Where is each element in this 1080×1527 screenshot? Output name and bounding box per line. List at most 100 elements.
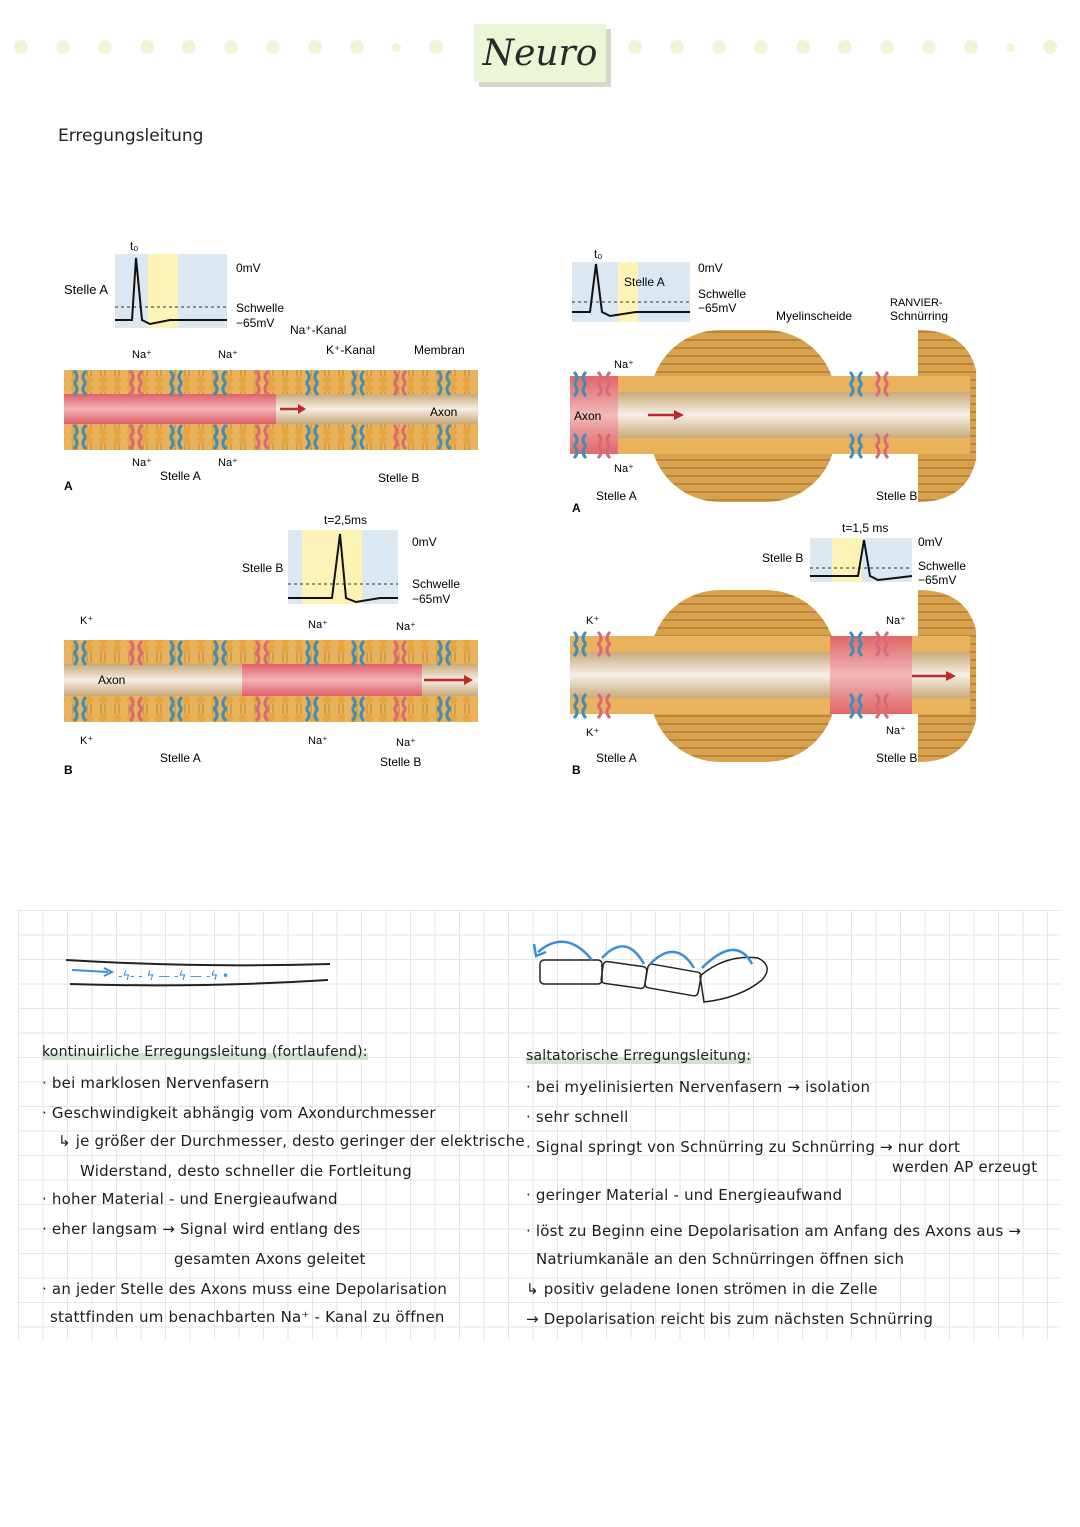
note-line: · löst zu Beginn eine Depolarisation am … xyxy=(526,1222,1022,1240)
ion-channel xyxy=(304,423,320,451)
ion-channel xyxy=(72,423,88,451)
svg-text:−65mV: −65mV xyxy=(698,301,736,315)
svg-text:Schnürring: Schnürring xyxy=(890,309,948,323)
note-line: stattfinden um benachbarten Na⁺ - Kanal … xyxy=(50,1308,445,1326)
ion-channel xyxy=(572,630,588,658)
ion-channel xyxy=(848,370,864,398)
svg-text:K⁺: K⁺ xyxy=(586,727,599,739)
note-line: ↳ positiv geladene Ionen strömen in die … xyxy=(526,1280,878,1298)
svg-text:Stelle B: Stelle B xyxy=(378,471,419,485)
grid-paper xyxy=(18,910,1060,1340)
svg-text:Na⁺: Na⁺ xyxy=(886,725,906,737)
ion-channel xyxy=(350,369,366,397)
svg-text:0mV: 0mV xyxy=(698,261,723,275)
ion-channel xyxy=(72,369,88,397)
ion-channel xyxy=(212,423,228,451)
svg-text:Na⁺: Na⁺ xyxy=(614,463,634,475)
continuous-conduction-figure: t₀ Stelle A 0mV Schwelle −65mV Na⁺-Kanal… xyxy=(40,228,500,788)
svg-text:0mV: 0mV xyxy=(918,535,943,549)
note-line: → Depolarisation reicht bis zum nächsten… xyxy=(526,1310,934,1328)
saltatory-conduction-figure: t₀ Stelle A 0mV Schwelle −65mV Myelinsch… xyxy=(556,240,976,790)
ion-channel xyxy=(848,432,864,460)
ion-channel xyxy=(874,432,890,460)
membrane-label: Membran xyxy=(414,343,465,357)
svg-text:Schwelle: Schwelle xyxy=(918,559,966,573)
ion-channel xyxy=(72,695,88,723)
decorative-dots-left xyxy=(14,40,471,54)
svg-text:Stelle B: Stelle B xyxy=(876,489,917,503)
ion-channel xyxy=(72,639,88,667)
svg-text:Schwelle: Schwelle xyxy=(698,287,746,301)
svg-text:Na⁺: Na⁺ xyxy=(308,619,328,631)
svg-text:Axon: Axon xyxy=(430,405,457,419)
svg-text:Stelle B: Stelle B xyxy=(380,755,421,769)
decorative-dots-right xyxy=(628,40,1080,54)
svg-text:0mV: 0mV xyxy=(236,261,261,275)
ion-channel xyxy=(128,423,144,451)
svg-text:B: B xyxy=(572,763,581,777)
svg-text:Na⁺: Na⁺ xyxy=(132,349,152,361)
na-channel-label: Na⁺-Kanal xyxy=(290,323,346,337)
ion-channel xyxy=(128,695,144,723)
svg-text:Stelle B: Stelle B xyxy=(242,561,283,575)
ion-channel xyxy=(168,639,184,667)
ion-channel xyxy=(168,369,184,397)
svg-text:Stelle A: Stelle A xyxy=(596,751,637,765)
ion-channel xyxy=(848,630,864,658)
svg-text:B: B xyxy=(64,763,73,777)
ion-channel xyxy=(596,370,612,398)
note-line: Widerstand, desto schneller die Fortleit… xyxy=(80,1162,412,1180)
ion-channel xyxy=(304,639,320,667)
note-line: · hoher Material - und Energieaufwand xyxy=(42,1190,338,1208)
ion-channel xyxy=(874,630,890,658)
ion-channel xyxy=(392,695,408,723)
notes-left-heading: kontinuirliche Erregungsleitung (fortlau… xyxy=(42,1044,368,1060)
graph-panel-a-right xyxy=(572,262,690,322)
notes-right-heading: saltatorische Erregungsleitung: xyxy=(526,1048,752,1064)
graph-panel-b-right xyxy=(810,538,913,582)
svg-text:t=1,5 ms: t=1,5 ms xyxy=(842,521,888,535)
svg-text:Schwelle: Schwelle xyxy=(236,301,284,315)
note-line: · bei marklosen Nervenfasern xyxy=(42,1074,270,1092)
svg-text:Na⁺: Na⁺ xyxy=(396,621,416,633)
ion-channel xyxy=(392,369,408,397)
svg-text:RANVIER-: RANVIER- xyxy=(890,297,943,309)
page-title: Neuro xyxy=(474,24,606,82)
svg-text:Na⁺: Na⁺ xyxy=(886,615,906,627)
ion-channel xyxy=(304,369,320,397)
svg-text:Na⁺: Na⁺ xyxy=(132,457,152,469)
ion-channel xyxy=(254,423,270,451)
note-line: · bei myelinisierten Nervenfasern → isol… xyxy=(526,1078,871,1096)
svg-text:Stelle A: Stelle A xyxy=(160,469,201,483)
continuous-sketch: -ϟ- - ϟ — -ϟ — -ϟ • xyxy=(65,959,331,987)
note-line: gesamten Axons geleitet xyxy=(174,1250,366,1268)
graph-panel-b-left xyxy=(288,530,398,604)
svg-text:K⁺: K⁺ xyxy=(586,615,599,627)
note-line: · Signal springt von Schnürring zu Schnü… xyxy=(526,1138,961,1156)
ion-channel xyxy=(212,369,228,397)
svg-text:Na⁺: Na⁺ xyxy=(218,457,238,469)
ion-channel xyxy=(254,639,270,667)
note-line: · sehr schnell xyxy=(526,1108,629,1126)
svg-text:Na⁺: Na⁺ xyxy=(308,735,328,747)
svg-text:Stelle B: Stelle B xyxy=(762,551,803,565)
svg-text:t₀: t₀ xyxy=(594,247,602,261)
svg-text:K⁺: K⁺ xyxy=(80,615,93,627)
svg-text:K⁺: K⁺ xyxy=(80,735,93,747)
ion-channel xyxy=(572,692,588,720)
svg-text:Axon: Axon xyxy=(98,673,125,687)
ion-channel xyxy=(392,639,408,667)
ion-channel xyxy=(436,639,452,667)
note-line: · geringer Material - und Energieaufwand xyxy=(526,1186,843,1204)
ion-channel xyxy=(848,692,864,720)
svg-text:-ϟ- - ϟ — -ϟ — -ϟ •: -ϟ- - ϟ — -ϟ — -ϟ • xyxy=(118,969,229,983)
svg-text:Na⁺: Na⁺ xyxy=(396,737,416,749)
ion-channel xyxy=(874,692,890,720)
svg-text:−65mV: −65mV xyxy=(412,592,450,606)
time-label: t₀ xyxy=(130,239,138,253)
note-line: · an jeder Stelle des Axons muss eine De… xyxy=(42,1280,448,1298)
ion-channel xyxy=(350,639,366,667)
ion-channel xyxy=(392,423,408,451)
ion-channel xyxy=(596,630,612,658)
ion-channel xyxy=(436,423,452,451)
